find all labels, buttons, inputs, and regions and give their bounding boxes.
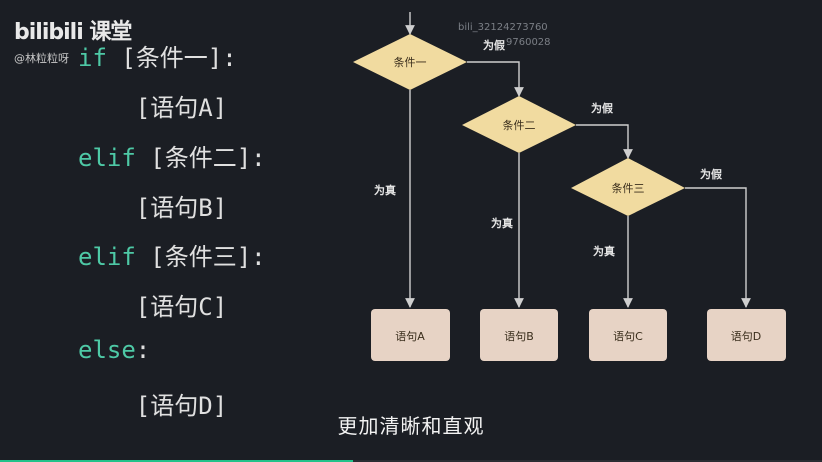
code-keyword: elif (78, 144, 136, 172)
condition-label-1: 条件一 (394, 55, 427, 69)
code-keyword: else (78, 336, 136, 364)
code-line: elif [条件三]: (78, 237, 266, 272)
watermark: bili_32124273760 9760028 (458, 20, 551, 50)
condition-diamond-1 (353, 34, 467, 90)
code-text: [语句B] (78, 194, 228, 222)
code-text: [语句D] (78, 392, 228, 420)
code-line: [语句A] (78, 88, 227, 123)
watermark-line: 9760028 (506, 37, 551, 48)
code-text: : (135, 336, 151, 364)
condition-diamond-3 (571, 158, 685, 216)
statement-label-c: 语句C (613, 330, 643, 343)
false-label-1: 为假 (483, 38, 506, 52)
code-line: if [条件一]: (78, 38, 237, 73)
code-keyword: if (78, 44, 107, 72)
code-text: [条件二]: (135, 144, 266, 172)
code-text: [语句C] (78, 293, 228, 321)
code-text: [条件三]: (135, 243, 266, 271)
statement-label-d: 语句D (731, 330, 761, 343)
false-label-3: 为假 (700, 167, 723, 181)
code-line: [语句C] (78, 287, 227, 322)
true-label-3: 为真 (593, 244, 615, 258)
arrow-false-1 (467, 61, 524, 97)
true-label-2: 为真 (491, 216, 513, 230)
true-label-1: 为真 (374, 183, 396, 197)
code-block: if [条件一]: [语句A] elif [条件二]: [语句B] elif [… (0, 0, 266, 420)
author-handle: @林粒粒呀 (14, 52, 69, 65)
bilibili-logo: bilibili 课堂 (14, 20, 132, 45)
code-line: [语句D] (78, 386, 227, 421)
progress-bar-fill (0, 460, 354, 462)
code-line: [语句B] (78, 188, 227, 223)
code-keyword: elif (78, 243, 136, 271)
statement-label-a: 语句A (395, 330, 425, 343)
condition-label-3: 条件三 (612, 181, 645, 195)
watermark-line: bili_32124273760 (458, 22, 548, 33)
code-line: elif [条件二]: (78, 138, 266, 173)
statement-box-c (589, 309, 667, 361)
flow-connectors (405, 12, 751, 308)
code-line: else: (78, 336, 150, 364)
code-text: [语句A] (78, 94, 228, 122)
statement-label-b: 语句B (504, 330, 534, 343)
statement-box-a (371, 309, 450, 361)
statement-box-d (707, 309, 786, 361)
false-label-2: 为假 (591, 101, 614, 115)
progress-bar[interactable] (0, 460, 822, 462)
arrow-false-2 (576, 124, 633, 159)
video-subtitle: 更加清晰和直观 (337, 414, 485, 438)
code-text: [条件一]: (106, 44, 237, 72)
arrow-false-3 (685, 187, 751, 308)
condition-label-2: 条件二 (503, 118, 536, 132)
condition-diamond-2 (462, 96, 576, 153)
statement-box-b (480, 309, 558, 361)
